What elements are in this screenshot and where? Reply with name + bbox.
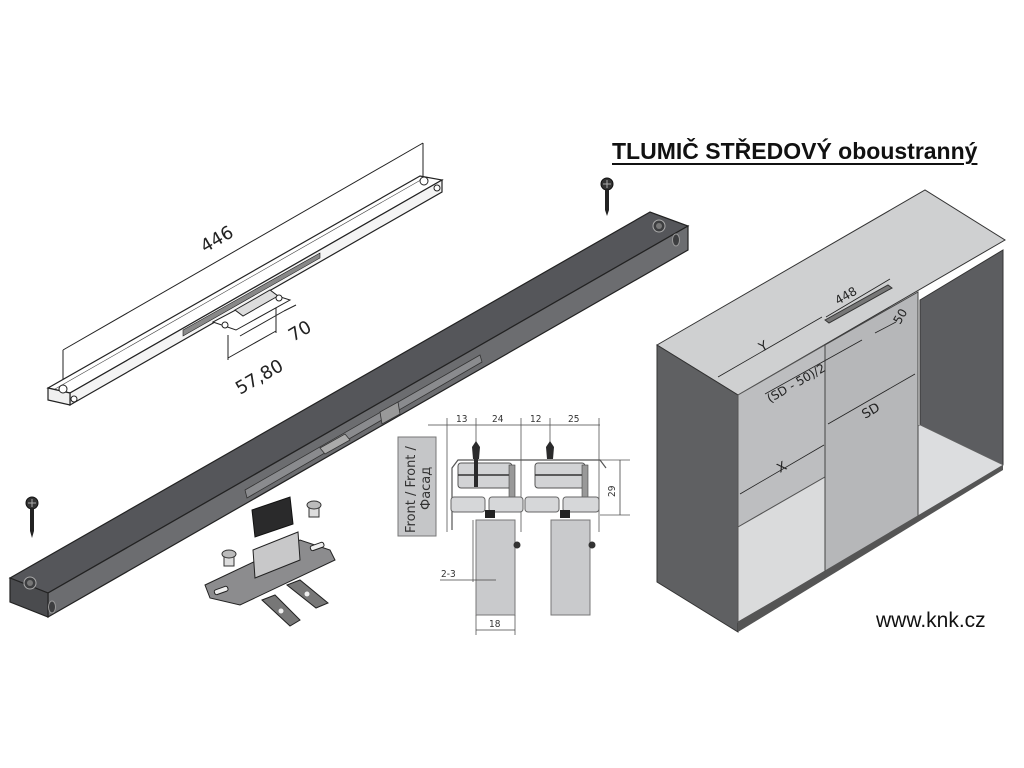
front-label-line1: Front / Front /	[404, 445, 419, 533]
catch-width-label: 70	[285, 317, 315, 347]
dim-13: 13	[456, 414, 467, 425]
dim-18: 18	[489, 619, 501, 630]
website-url: www.knk.cz	[876, 609, 986, 632]
x-label: X	[775, 459, 790, 476]
dim-25: 25	[568, 414, 579, 425]
dim-gap: 2-3	[441, 569, 456, 580]
cross-section-drawing: Front / Front / Фасад 13 24 12 25	[397, 414, 630, 635]
screw-icon	[25, 496, 39, 538]
damper-bar	[8, 211, 690, 619]
y-label: Y	[756, 338, 771, 355]
wardrobe-drawing: 448 50 Y (SD - 50)/2 SD X	[656, 189, 1006, 633]
damper-outline-drawing: 446 70 57,80	[46, 142, 444, 407]
damper-length-label: 448	[833, 284, 860, 308]
offset-label: 50	[890, 306, 910, 326]
formula-label: (SD - 50)/2	[765, 361, 828, 406]
front-label-line2: Фасад	[419, 467, 434, 510]
dim-29: 29	[607, 485, 618, 497]
page-title: TLUMIČ STŘEDOVÝ oboustranný	[612, 138, 978, 164]
mounting-bracket-parts	[204, 496, 336, 627]
sd-label: SD	[860, 400, 883, 422]
length-dimension-label: 446	[197, 222, 237, 257]
catch-spacing-label: 57,80	[232, 355, 287, 399]
dim-24: 24	[492, 414, 504, 425]
dim-12: 12	[530, 414, 541, 425]
screw-icon	[600, 177, 614, 216]
